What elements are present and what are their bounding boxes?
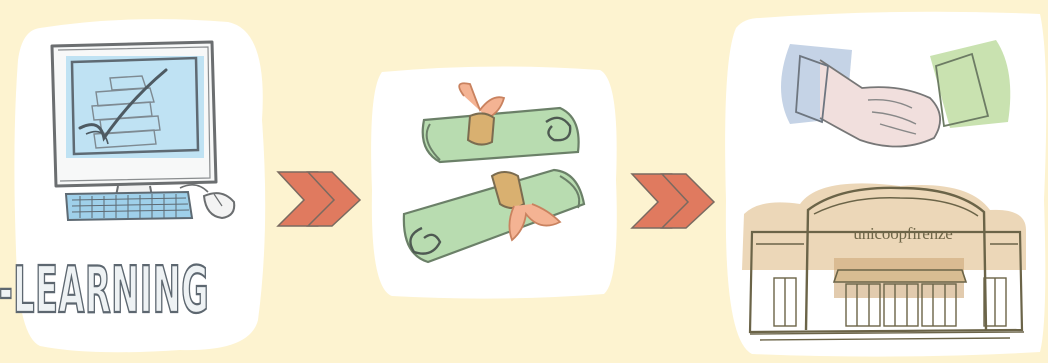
store-building-icon [742, 183, 1026, 340]
elearning-title: E-LEARNING [30, 250, 155, 332]
store-sign: unicoopfirenze [836, 224, 970, 244]
double-chevron-arrow-icon [632, 174, 714, 228]
double-chevron-arrow-icon [278, 172, 360, 226]
